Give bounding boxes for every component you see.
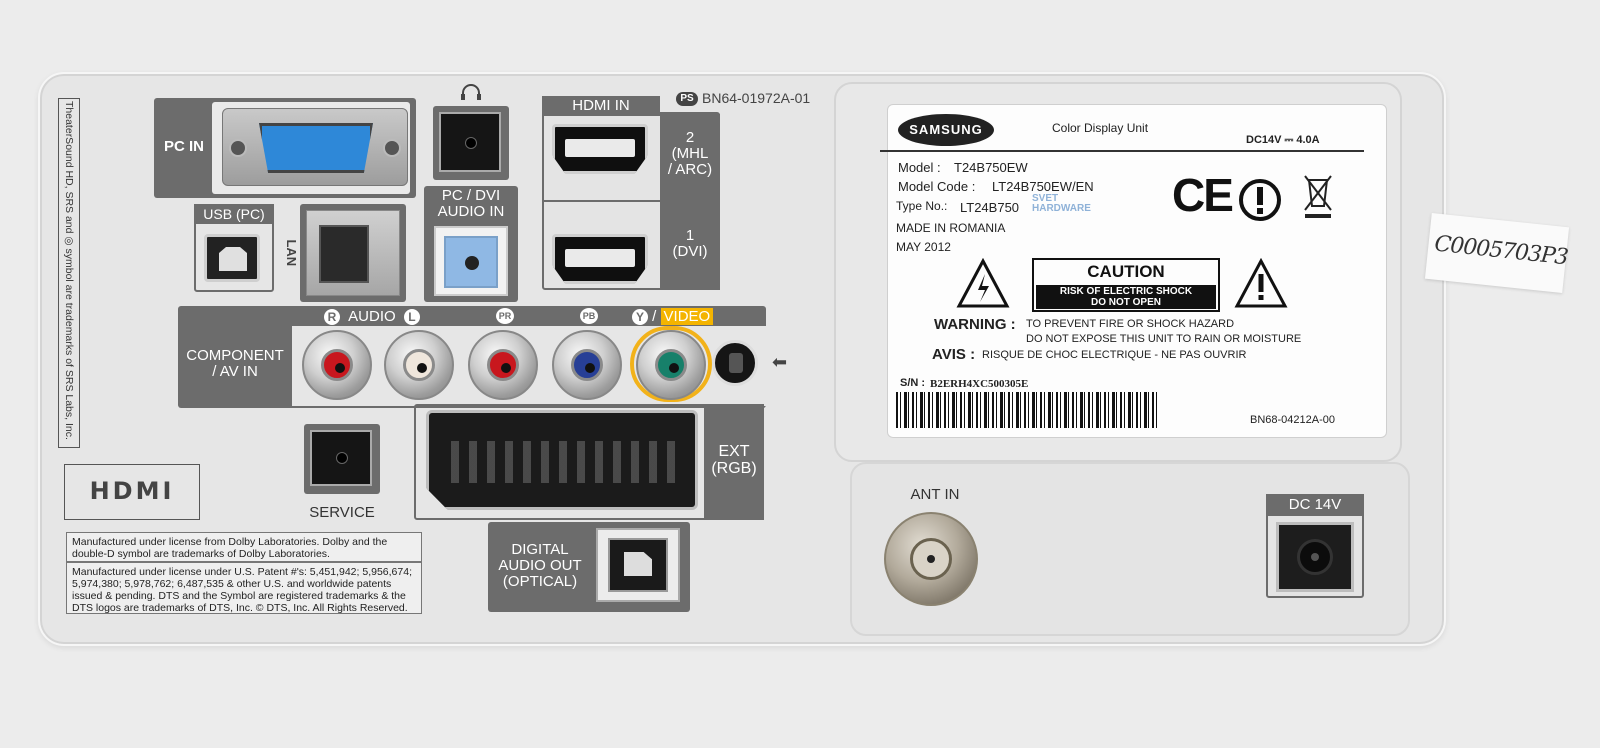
rca-pb[interactable] <box>552 330 622 400</box>
pb-badge: PB <box>580 308 598 324</box>
dc-14v-label: DC 14V <box>1266 494 1364 516</box>
y-badge: Y <box>632 309 648 325</box>
audio-label: AUDIO <box>348 308 396 325</box>
dolby-note-text: Manufactured under license from Dolby La… <box>72 536 388 561</box>
type-no-value: LT24B750 <box>960 200 1020 215</box>
caution-sub2: DO NOT OPEN <box>1090 297 1161 308</box>
vga-socket <box>259 123 373 173</box>
caution-sub1: RISK OF ELECTRIC SHOCK <box>1059 286 1193 297</box>
pc-dvi-audio-label: PC / DVI AUDIO IN <box>437 187 505 220</box>
type-no-label: Type No.: <box>896 199 948 213</box>
pc-dvi-audio-jack[interactable] <box>434 226 508 296</box>
lan-port[interactable] <box>300 204 406 302</box>
srs-trademark-note: TheaterSound HD, SRS and ◎ symbol are tr… <box>58 98 80 448</box>
rca-y-video[interactable] <box>636 330 706 400</box>
panel-part-number: BN64-01972A-01 <box>702 90 811 106</box>
exclamation-circle-icon <box>1239 179 1281 221</box>
headphones-glyph <box>461 84 481 100</box>
caution-box <box>1032 258 1220 312</box>
dts-note-text: Manufactured under license under U.S. Pa… <box>72 566 412 615</box>
ps-badge: PS <box>676 92 698 106</box>
dc-power-jack[interactable] <box>1276 522 1354 592</box>
dolby-note: Manufactured under license from Dolby La… <box>66 532 422 562</box>
headphone-jack-hole <box>439 112 501 172</box>
service-label: SERVICE <box>309 504 375 521</box>
model-value: T24B750EW <box>954 160 1028 175</box>
optical-port[interactable] <box>596 528 680 602</box>
pr-badge: PR <box>496 308 514 324</box>
hdmi-2-port[interactable] <box>552 124 648 174</box>
y-video-header: Y / VIDEO <box>632 308 714 325</box>
warning-text-2: DO NOT EXPOSE THIS UNIT TO RAIN OR MOIST… <box>1026 333 1302 345</box>
headphone-jack[interactable] <box>433 106 509 180</box>
power-rating: DC14V ⎓ 4.0A <box>1246 134 1320 146</box>
samsung-logo: SAMSUNG <box>898 114 994 146</box>
warning-label: WARNING : <box>934 316 1016 333</box>
ant-in-connector[interactable] <box>884 512 978 606</box>
serial-number: B2ERH4XC500305E <box>930 378 1029 390</box>
product-name: Color Display Unit <box>1052 121 1149 135</box>
audio-r-badge: R <box>324 309 340 325</box>
component-av-label: COMPONENT / AV IN <box>186 347 284 380</box>
hdmi-divider <box>544 200 720 202</box>
dts-note: Manufactured under license under U.S. Pa… <box>66 562 422 614</box>
ground-screw <box>712 340 758 386</box>
ext-rgb-label-box <box>704 404 764 520</box>
y-video-highlight <box>630 326 712 402</box>
hdmi-1-label: 1 (DVI) <box>672 227 708 260</box>
inventory-sticker-text: C0005703P3 <box>1433 231 1569 271</box>
ext-rgb-label: EXT (RGB) <box>711 443 757 477</box>
caution-subtitle-bg <box>1036 285 1216 309</box>
watermark: SVET HARDWARE <box>1032 193 1091 214</box>
hdmi-1-port[interactable] <box>552 234 648 284</box>
avis-label: AVIS : <box>932 346 976 363</box>
warning-triangle-icon <box>1234 258 1288 308</box>
caution-title: CAUTION <box>1087 262 1165 281</box>
rca-pr[interactable] <box>468 330 538 400</box>
label-rule <box>880 150 1364 152</box>
inventory-sticker: C0005703P3 <box>1424 212 1570 294</box>
weee-bin-icon <box>1304 175 1332 218</box>
warning-text-1: TO PREVENT FIRE OR SHOCK HAZARD <box>1026 318 1235 330</box>
sn-label: S/N : <box>900 377 926 389</box>
avis-text: RISQUE DE CHOC ELECTRIQUE - NE PAS OUVRI… <box>982 349 1247 361</box>
audio-header: R AUDIO L <box>324 308 420 325</box>
hdmi-logo-box <box>64 464 200 520</box>
shock-warning-icon <box>956 258 1010 308</box>
vga-port[interactable] <box>222 108 408 186</box>
hdmi-2-label: 2 (MHL / ARC) <box>667 129 713 178</box>
barcode <box>896 392 1160 428</box>
rating-label <box>887 104 1387 438</box>
digital-audio-out-label: DIGITAL AUDIO OUT (OPTICAL) <box>498 541 582 590</box>
arrow-left-icon: ⬅ <box>772 352 788 372</box>
model-code-label: Model Code : <box>898 179 976 194</box>
lan-label: LAN <box>283 239 299 267</box>
srs-trademark-text: TheaterSound HD, SRS and ◎ symbol are tr… <box>63 101 75 440</box>
hdmi-logo: HDMI <box>89 477 175 505</box>
label-part-number: BN68-04212A-00 <box>1250 414 1336 426</box>
ce-mark: CE <box>1172 169 1234 221</box>
manufacture-date: MAY 2012 <box>896 240 951 254</box>
rca-audio-r[interactable] <box>302 330 372 400</box>
usb-pc-label: USB (PC) <box>194 204 274 224</box>
hdmi-port-labels <box>660 114 720 290</box>
made-in: MADE IN ROMANIA <box>896 221 1006 235</box>
video-label: VIDEO <box>660 308 714 325</box>
model-code-value: LT24B750EW/EN <box>992 179 1094 194</box>
vga-screw-right <box>383 139 401 157</box>
audio-l-badge: L <box>403 309 420 325</box>
service-port[interactable] <box>304 424 380 494</box>
pc-in-label: PC IN <box>163 138 204 155</box>
model-label: Model : <box>898 160 941 175</box>
ant-in-label: ANT IN <box>910 486 960 503</box>
hdmi-in-label: HDMI IN <box>542 96 660 116</box>
usb-b-port[interactable] <box>204 234 260 282</box>
vga-screw-left <box>229 139 247 157</box>
scart-port[interactable] <box>426 410 698 510</box>
rca-audio-l[interactable] <box>384 330 454 400</box>
